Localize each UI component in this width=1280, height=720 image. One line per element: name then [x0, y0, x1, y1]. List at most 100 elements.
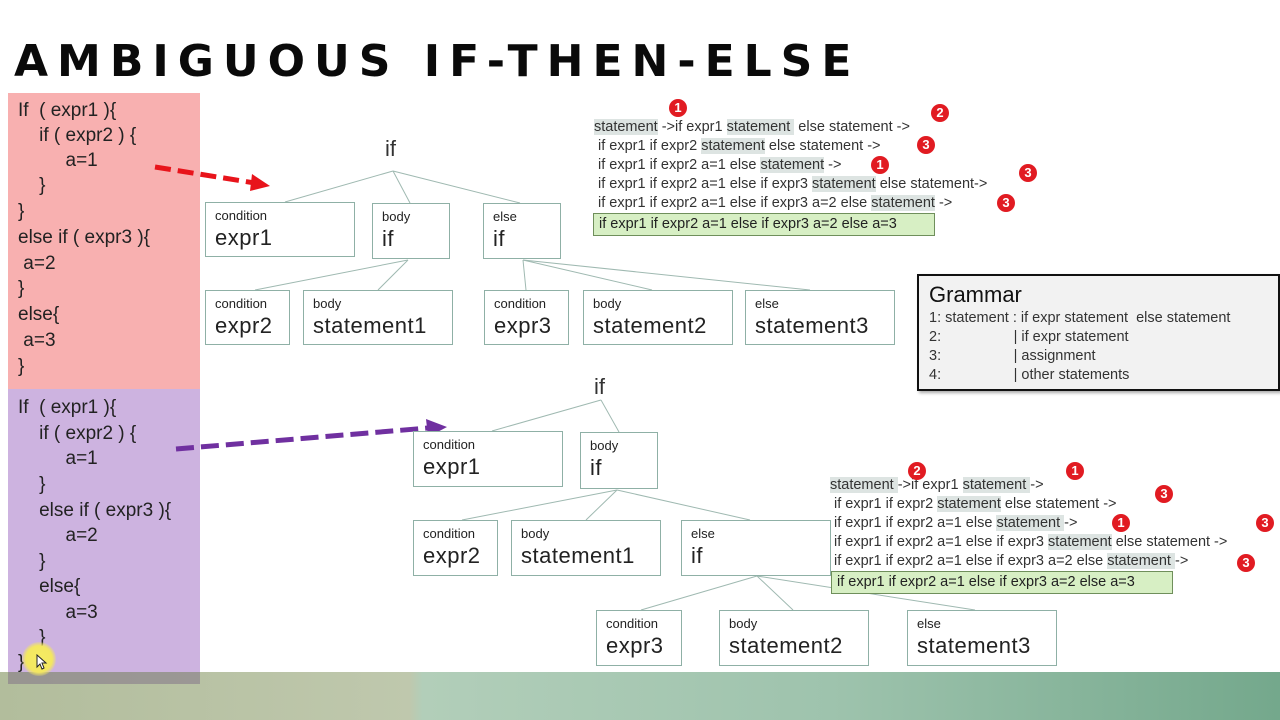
node-value: expr1 — [423, 454, 481, 479]
tree2-node-else-if: else if — [681, 520, 831, 576]
code-line: a=1 — [18, 150, 98, 171]
derivation-text: ->if expr1 — [897, 477, 963, 493]
tree1-node-body-if: body if — [372, 203, 450, 259]
node-value: expr2 — [215, 313, 273, 338]
code-line: else{ — [18, 576, 81, 597]
tree2-node-condition-expr1: condition expr1 — [413, 431, 563, 487]
tree2-node-body-statement2: body statement2 — [719, 610, 869, 666]
derivation-line: statement ->if expr1 statement else stat… — [594, 118, 910, 137]
tree1-node-condition-expr1: condition expr1 — [205, 202, 355, 257]
node-label: condition — [215, 208, 268, 223]
tree1-node-body-statement1: body statement1 — [303, 290, 453, 345]
code-block-pink: If ( expr1 ){ if ( expr2 ) { a=1 } } els… — [8, 93, 200, 389]
nonterminal-highlight: statement — [871, 195, 935, 211]
node-value: expr1 — [215, 225, 273, 250]
rule-badge: 1 — [1112, 514, 1130, 532]
nonterminal-highlight: statement — [594, 119, 658, 135]
tree1-root: if — [385, 136, 396, 161]
rule-badge: 2 — [931, 104, 949, 122]
rule-badge: 3 — [1019, 164, 1037, 182]
node-value: statement1 — [521, 543, 635, 568]
derivation-line: if expr1 if expr2 a=1 else if expr3 stat… — [594, 175, 987, 194]
tree2-node-body-if: body if — [580, 432, 658, 489]
derivation-text: if expr1 if expr2 a=1 else if expr3 — [830, 534, 1049, 550]
derivation-line: statement ->if expr1 statement -> — [830, 476, 1044, 495]
code-line: a=1 — [18, 448, 98, 469]
derivation-text: -> — [934, 195, 953, 211]
slide-footer-band — [0, 672, 1280, 720]
nonterminal-highlight: statement — [760, 157, 825, 173]
tree1-node-else-statement3: else statement3 — [745, 290, 895, 345]
code-line: a=3 — [18, 602, 98, 623]
code-line: else if ( expr3 ){ — [18, 227, 150, 248]
tree2-node-body-statement1: body statement1 — [511, 520, 661, 576]
node-value: statement1 — [313, 313, 427, 338]
code-block-purple: If ( expr1 ){ if ( expr2 ) { a=1 } else … — [8, 389, 200, 684]
code-line: a=3 — [18, 330, 56, 351]
node-label: body — [590, 438, 619, 453]
code-line: } — [18, 278, 25, 299]
code-line: if ( expr2 ) { — [18, 423, 137, 444]
node-label: body — [313, 296, 342, 311]
code-block-shadow — [8, 672, 200, 684]
derivation-line: if expr1 if expr2 statement else stateme… — [830, 495, 1117, 514]
code-line: else{ — [18, 304, 60, 325]
node-label: else — [691, 526, 715, 541]
rule-badge: 3 — [997, 194, 1015, 212]
node-value: expr3 — [606, 633, 664, 658]
derivation-text: ->if expr1 — [657, 119, 727, 135]
tree2-node-else-statement3: else statement3 — [907, 610, 1057, 666]
tree2-root: if — [594, 374, 605, 399]
code-line: a=2 — [18, 525, 98, 546]
tree1-node-condition-expr3: condition expr3 — [484, 290, 569, 345]
code-line: if ( expr2 ) { — [18, 125, 137, 146]
code-line: else if ( expr3 ){ — [18, 500, 172, 521]
derivation-text: if expr1 if expr2 a=1 else — [830, 515, 997, 531]
grammar-box: Grammar 1: statement : if expr statement… — [917, 274, 1280, 391]
code-line: If ( expr1 ){ — [18, 100, 117, 121]
code-line: } — [18, 627, 46, 648]
grammar-rule: 1: statement : if expr statement else st… — [929, 310, 1231, 326]
nonterminal-highlight: statement — [830, 477, 898, 493]
red-arrow — [154, 164, 256, 186]
derivation-text: if expr1 if expr2 — [594, 138, 702, 154]
node-label: body — [729, 616, 758, 631]
derivation-text: -> — [1064, 515, 1078, 531]
tree2-node-condition-expr3: condition expr3 — [596, 610, 682, 666]
node-value: if — [691, 543, 703, 568]
derivation-text: else statement -> — [764, 138, 881, 154]
derivation-text: -> — [1030, 477, 1044, 493]
nonterminal-highlight: statement — [812, 176, 876, 192]
code-line: } — [18, 356, 25, 377]
derivation-text: if expr1 if expr2 a=1 else if expr3 a=2 … — [594, 195, 872, 211]
tree1-node-body-statement2: body statement2 — [583, 290, 733, 345]
derivation-text: else statement -> — [794, 119, 910, 135]
node-label: condition — [423, 437, 476, 452]
node-label: else — [917, 616, 941, 631]
rule-badge: 1 — [669, 99, 687, 117]
derivation-text: if expr1 if expr2 a=1 else if expr3 — [594, 176, 813, 192]
nonterminal-highlight: statement — [962, 477, 1031, 493]
slide-title: AMBIGUOUS IF-THEN-ELSE — [14, 36, 861, 87]
nonterminal-highlight: statement — [726, 119, 795, 135]
derivation-line: if expr1 if expr2 a=1 else statement -> — [830, 514, 1077, 533]
nonterminal-highlight: statement — [1048, 534, 1112, 550]
derivation-result: if expr1 if expr2 a=1 else if expr3 a=2 … — [593, 213, 935, 236]
code-line: } — [18, 652, 25, 673]
node-label: body — [521, 526, 550, 541]
nonterminal-highlight: statement — [701, 138, 765, 154]
grammar-title: Grammar — [929, 282, 1022, 307]
derivation-text: -> — [1174, 553, 1189, 569]
derivation-result: if expr1 if expr2 a=1 else if expr3 a=2 … — [831, 571, 1173, 594]
node-value: statement3 — [917, 633, 1031, 658]
grammar-rule: 3: | assignment — [929, 348, 1096, 364]
grammar-rule: 2: | if expr statement — [929, 329, 1129, 345]
derivation-line: if expr1 if expr2 a=1 else if expr3 a=2 … — [594, 194, 952, 213]
derivation-text: if expr1 if expr2 a=1 else — [594, 157, 761, 173]
nonterminal-highlight: statement — [937, 496, 1001, 512]
node-value: if — [382, 226, 394, 251]
rule-badge: 3 — [917, 136, 935, 154]
derivation-line: if expr1 if expr2 statement else stateme… — [594, 137, 881, 156]
node-label: else — [493, 209, 517, 224]
code-line: } — [18, 201, 25, 222]
